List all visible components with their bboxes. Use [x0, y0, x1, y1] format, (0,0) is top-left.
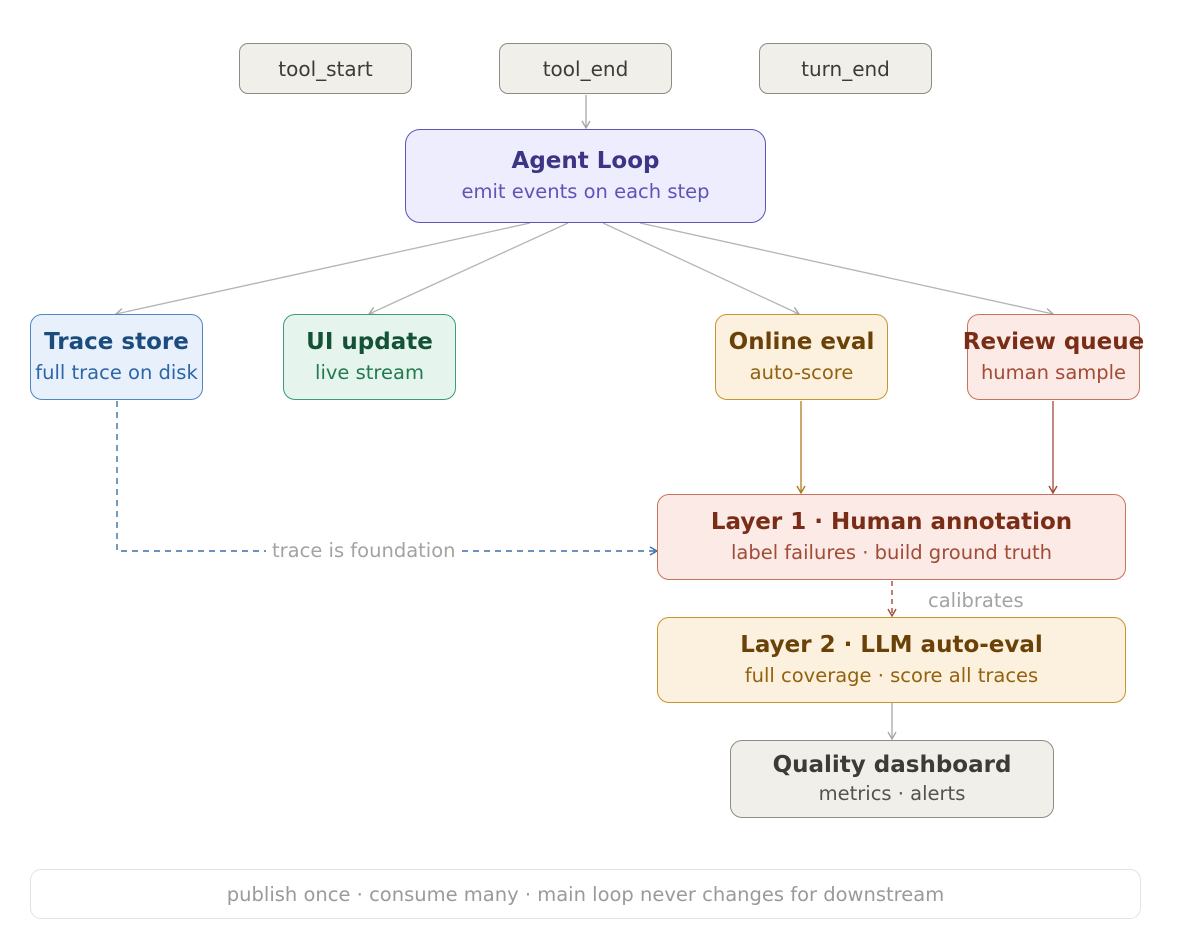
event-turn-end: turn_end — [759, 43, 932, 94]
edge-agent-to-review-queue — [639, 222, 1055, 318]
ui-update-subtitle: live stream — [315, 361, 424, 385]
dashboard-subtitle: metrics · alerts — [818, 782, 966, 806]
review-queue-node: Review queue human sample — [963, 314, 1144, 400]
layer1-title: Layer 1 · Human annotation — [710, 509, 1073, 536]
layer2-node: Layer 2 · LLM auto-eval full coverage · … — [657, 617, 1126, 703]
event-label: turn_end — [801, 56, 890, 81]
edge-agent-to-ui-update — [367, 222, 569, 316]
trace-store-title: Trace store — [44, 329, 189, 356]
trace-store-node: Trace store full trace on disk — [30, 314, 203, 400]
review-queue-title: Review queue — [962, 329, 1145, 356]
event-label: tool_start — [278, 56, 373, 81]
dashboard-title: Quality dashboard — [772, 752, 1012, 779]
ui-update-title: UI update — [306, 329, 433, 356]
footer-note: publish once · consume many · main loop … — [30, 869, 1141, 919]
layer1-subtitle: label failures · build ground truth — [730, 541, 1053, 565]
online-eval-node: Online eval auto-score — [715, 314, 888, 400]
event-tool-end: tool_end — [499, 43, 672, 94]
layer1-node: Layer 1 · Human annotation label failure… — [657, 494, 1126, 580]
online-eval-title: Online eval — [728, 329, 875, 356]
edge-label-trace-foundation: trace is foundation — [266, 541, 462, 561]
footer-text: publish once · consume many · main loop … — [226, 882, 945, 906]
online-eval-subtitle: auto-score — [749, 361, 854, 385]
edge-trace-store-to-layer1 — [116, 401, 659, 556]
quality-dashboard-node: Quality dashboard metrics · alerts — [730, 740, 1054, 818]
ui-update-node: UI update live stream — [283, 314, 456, 400]
agent-loop-node: Agent Loop emit events on each step — [405, 129, 766, 223]
edge-label-calibrates: calibrates — [928, 589, 1024, 612]
edge-agent-to-online-eval — [602, 222, 801, 316]
event-label: tool_end — [542, 56, 629, 81]
layer2-title: Layer 2 · LLM auto-eval — [740, 632, 1043, 659]
trace-store-subtitle: full trace on disk — [35, 361, 198, 385]
event-tool-start: tool_start — [239, 43, 412, 94]
agent-loop-title: Agent Loop — [511, 148, 660, 175]
review-queue-subtitle: human sample — [980, 361, 1127, 385]
edge-agent-to-trace-store — [114, 222, 531, 318]
agent-loop-subtitle: emit events on each step — [461, 180, 710, 204]
layer2-subtitle: full coverage · score all traces — [744, 664, 1039, 688]
